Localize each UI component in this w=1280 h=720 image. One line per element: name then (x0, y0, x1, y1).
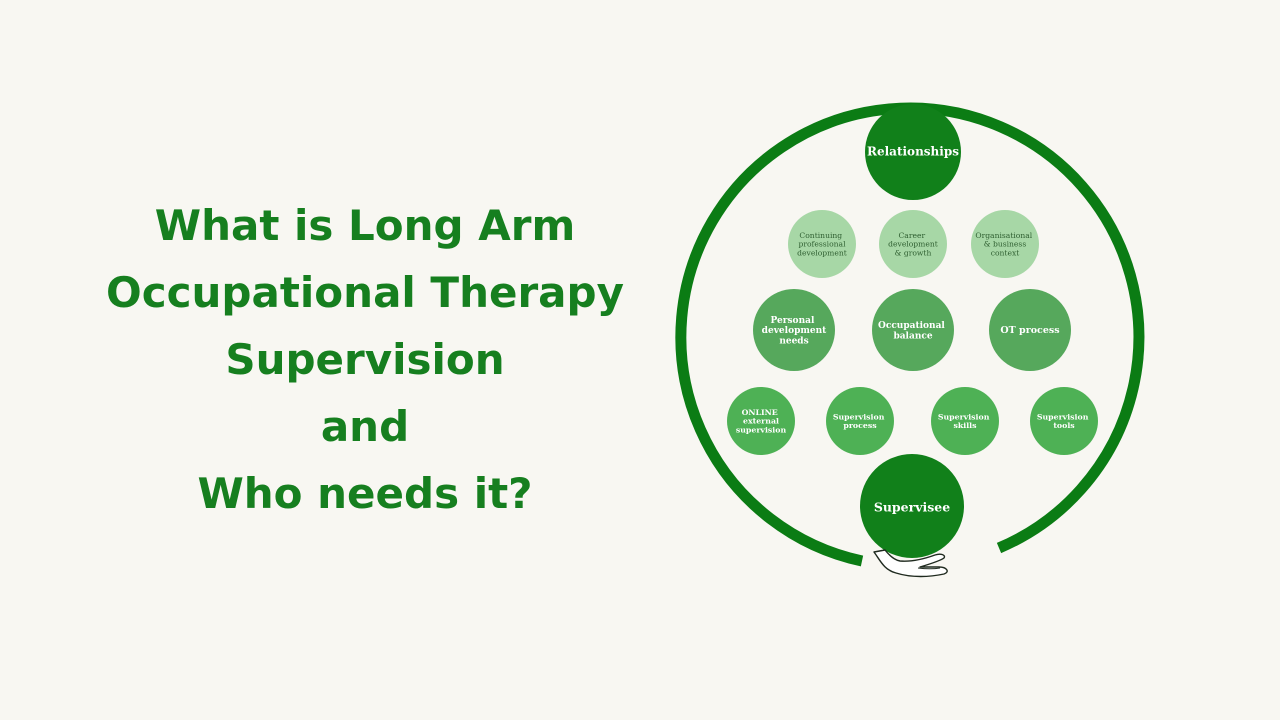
node-occupational-balance: Occupational balance (872, 289, 954, 371)
node-label: Supervision process (833, 412, 887, 430)
node-label-line: external (743, 417, 779, 426)
open-hand-outline (873, 549, 948, 578)
node-ot-process: OT process (989, 289, 1071, 371)
title-line-3: Supervision (225, 335, 505, 384)
node-supervision-skills: Supervision skills (931, 387, 999, 455)
node-supervisee-label: Supervisee (874, 500, 950, 515)
title-line-5: Who needs it? (197, 469, 533, 518)
node-label-line: needs (779, 337, 808, 347)
title-line-2: Occupational Therapy (106, 268, 624, 317)
node-circle (788, 210, 856, 278)
node-relationships: Relationships (865, 104, 961, 200)
node-label-line: process (843, 421, 877, 430)
node-supervision-process: Supervision process (826, 387, 894, 455)
open-hand-icon (873, 549, 948, 578)
title-line-1: What is Long Arm (154, 201, 576, 250)
node-label-line: & business (984, 240, 1027, 249)
node-label-line: & growth (895, 248, 932, 257)
page-title: What is Long Arm Occupational Therapy Su… (60, 192, 670, 527)
node-circle (872, 289, 954, 371)
open-hand-finger-line (917, 567, 941, 570)
node-label-line: development (888, 240, 938, 249)
node-circle (826, 387, 894, 455)
node-label: OT process (1000, 325, 1059, 336)
node-label-line: tools (1053, 421, 1075, 430)
node-circle (989, 289, 1071, 371)
node-label: Career development& growth (888, 231, 938, 257)
node-relationships-label: Relationships (867, 145, 959, 159)
node-circle (931, 387, 999, 455)
node-supervision-tools: Supervision tools (1030, 387, 1098, 455)
node-label-line: development (762, 326, 827, 336)
node-label-line: development (797, 248, 847, 257)
node-label-line: balance (893, 331, 932, 341)
node-label-line: context (991, 248, 1020, 257)
node-circle (971, 210, 1039, 278)
node-circle (727, 387, 795, 455)
outer-ring (675, 102, 1145, 567)
node-label-line: supervision (736, 426, 787, 435)
title-line-4: and (320, 402, 410, 451)
node-supervisee-circle (860, 454, 964, 558)
node-circle (753, 289, 835, 371)
node-label-line: skills (953, 421, 977, 430)
node-career-development-growth: Career development& growth (879, 210, 947, 278)
node-label-line: professional (798, 240, 846, 249)
node-label: Supervision skills (938, 412, 992, 430)
node-label: Occupational balance (878, 321, 948, 341)
node-supervisee: Supervisee (860, 454, 964, 558)
node-circle (1030, 387, 1098, 455)
node-label: Supervision tools (1037, 412, 1091, 430)
node-circle (879, 210, 947, 278)
node-relationships-circle (865, 104, 961, 200)
